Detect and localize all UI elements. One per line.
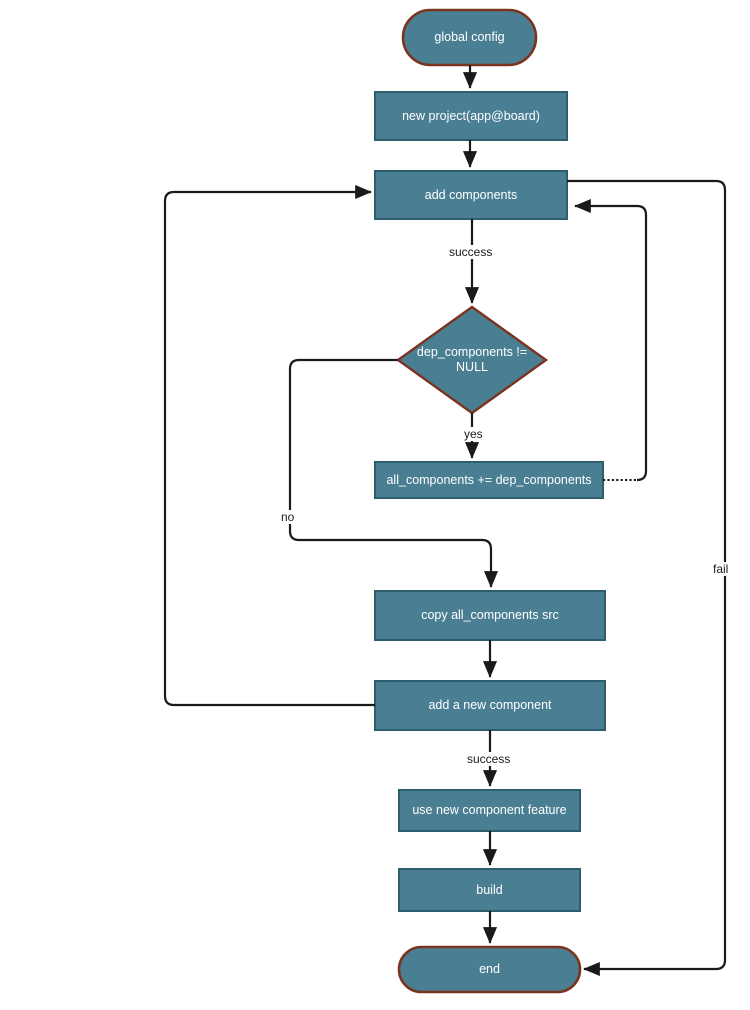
node-end[interactable]: [397, 945, 582, 994]
edge-label-success-after-add-new-component: success: [465, 752, 513, 766]
edge-label-no: no: [279, 510, 297, 524]
edge-label-fail: fail: [711, 562, 731, 576]
edge-all-components-to-add-components-return: [574, 198, 648, 482]
node-copy-src[interactable]: [374, 590, 606, 641]
node-dep-components-check[interactable]: [395, 305, 549, 415]
node-global-config[interactable]: [401, 8, 538, 67]
node-new-project[interactable]: [374, 91, 568, 141]
edge-label-yes: yes: [462, 427, 485, 441]
edge-add-new-component-to-add-components: [163, 184, 375, 707]
node-add-components[interactable]: [374, 170, 568, 220]
node-use-feature[interactable]: [398, 789, 581, 832]
node-add-new-component[interactable]: [374, 680, 606, 731]
edge-decision-to-copy-src-no: [288, 358, 499, 588]
edge-label-success-after-add-components: success: [447, 245, 495, 259]
node-all-components-add[interactable]: [374, 461, 604, 499]
node-build[interactable]: [398, 868, 581, 912]
